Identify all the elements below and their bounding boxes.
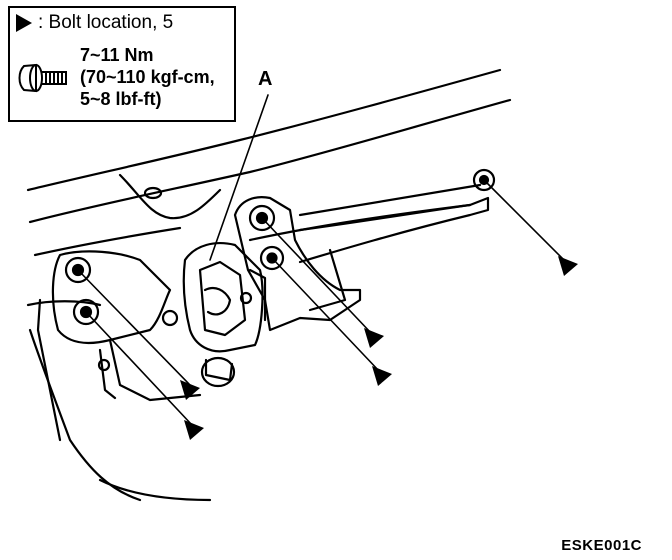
bolt-holes <box>64 168 496 372</box>
bolt-location-text: : Bolt location, 5 <box>38 12 174 33</box>
callout-a-label: A <box>258 68 273 90</box>
right-bracket <box>233 196 362 332</box>
torque-kgf: (70~110 kgf-cm, <box>80 67 215 87</box>
left-bracket <box>51 250 172 345</box>
bolt-location-arrow-icon <box>372 366 392 386</box>
bolt-location-arrows <box>180 256 578 440</box>
latch-body <box>182 242 264 353</box>
bolt-leader-lines <box>77 179 567 426</box>
figure-code: ESKE001C <box>561 537 642 554</box>
release-knob <box>200 356 236 388</box>
left-structure <box>26 300 142 502</box>
legend-box: : Bolt location, 5 7~11 Nm (70~110 kgf-c… <box>8 6 236 122</box>
bolt-location-arrow-icon <box>184 420 204 440</box>
bolt-location-arrow-icon <box>180 380 200 400</box>
body-right-line <box>298 183 482 217</box>
torque-spec: 7~11 Nm (70~110 kgf-cm, 5~8 lbf-ft) <box>80 44 215 110</box>
callout-a-leader <box>209 94 269 261</box>
body-panel-outline <box>26 68 502 192</box>
bolt-icon <box>18 63 67 93</box>
torque-nm: 7~11 Nm <box>80 45 154 65</box>
bolt-location-arrow-icon <box>16 14 32 32</box>
body-panel-lower-edge <box>33 226 182 257</box>
release-cable <box>248 196 490 264</box>
body-panel-curve <box>118 173 222 220</box>
bolt-location-arrow-icon <box>364 328 384 348</box>
panel-hole <box>143 186 163 200</box>
bolt-location-arrow-icon <box>558 256 578 276</box>
torque-lbf: 5~8 lbf-ft) <box>80 89 162 109</box>
bolt-location-legend: : Bolt location, 5 <box>16 12 173 34</box>
body-panel-top-edge <box>28 98 512 224</box>
